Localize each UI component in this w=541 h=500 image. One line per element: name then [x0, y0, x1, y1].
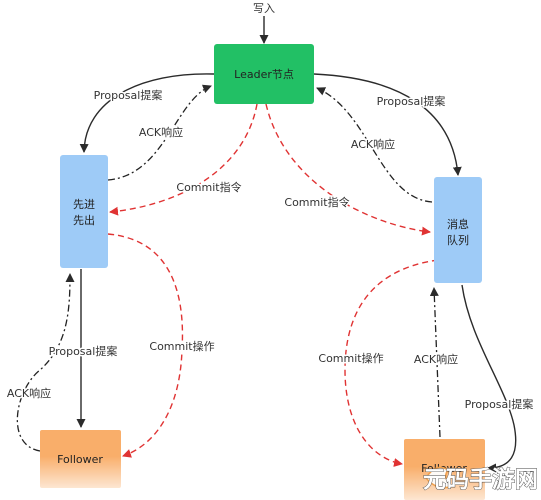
right-queue-label-line1: 消息	[447, 217, 469, 231]
watermark: 元码手游网	[423, 466, 539, 494]
label-proposal-left-bottom: Proposal提案	[49, 344, 118, 358]
label-commit-left-bottom: Commit操作	[149, 339, 214, 353]
label-proposal-right-top: Proposal提案	[377, 94, 446, 108]
right-queue-label-line2: 队列	[447, 233, 469, 247]
edge-commit-right-top	[265, 103, 431, 236]
watermark-logo-icon	[425, 466, 454, 489]
edge-proposal-right-top	[313, 73, 462, 176]
left-queue-label-line2: 先出	[73, 213, 95, 227]
label-commit-right-bottom: Commit操作	[318, 351, 383, 365]
edge-ack-left-bottom	[16, 273, 75, 452]
edge-proposal-left-top	[79, 73, 215, 153]
left-queue-label-line1: 先进	[73, 198, 95, 211]
label-ack-right-bottom: ACK响应	[414, 352, 458, 366]
edge-commit-right-bottom	[344, 259, 439, 467]
edge-commit-left-top	[109, 103, 258, 216]
label-ack-left-bottom: ACK响应	[7, 386, 51, 400]
label-commit-right-top: Commit指令	[284, 195, 349, 209]
label-proposal-left-top: Proposal提案	[94, 88, 163, 102]
edge-ack-right-top	[316, 87, 433, 203]
input-label: 写入	[253, 2, 275, 15]
leader-node: Leader节点	[214, 44, 314, 104]
leader-node-label: Leader节点	[234, 68, 294, 81]
label-ack-right-top: ACK响应	[351, 137, 395, 151]
left-queue-node: 先进 先出	[60, 155, 108, 268]
edge-ack-left-top	[107, 84, 212, 181]
edge-commit-left-bottom	[107, 233, 184, 458]
label-ack-left-top: ACK响应	[139, 125, 183, 139]
left-follower-node: Follower	[40, 430, 121, 488]
label-proposal-right-bottom: Proposal提案	[465, 397, 534, 411]
edge-proposal-right-bottom	[461, 284, 517, 473]
label-commit-left-top: Commit指令	[176, 180, 241, 194]
right-queue-node: 消息 队列	[434, 177, 482, 283]
watermark-text: 元码手游网	[423, 466, 538, 493]
right-follower-node: Follower	[404, 439, 485, 500]
edge-ack-right-bottom	[429, 287, 441, 438]
left-follower-label: Follower	[57, 453, 103, 466]
